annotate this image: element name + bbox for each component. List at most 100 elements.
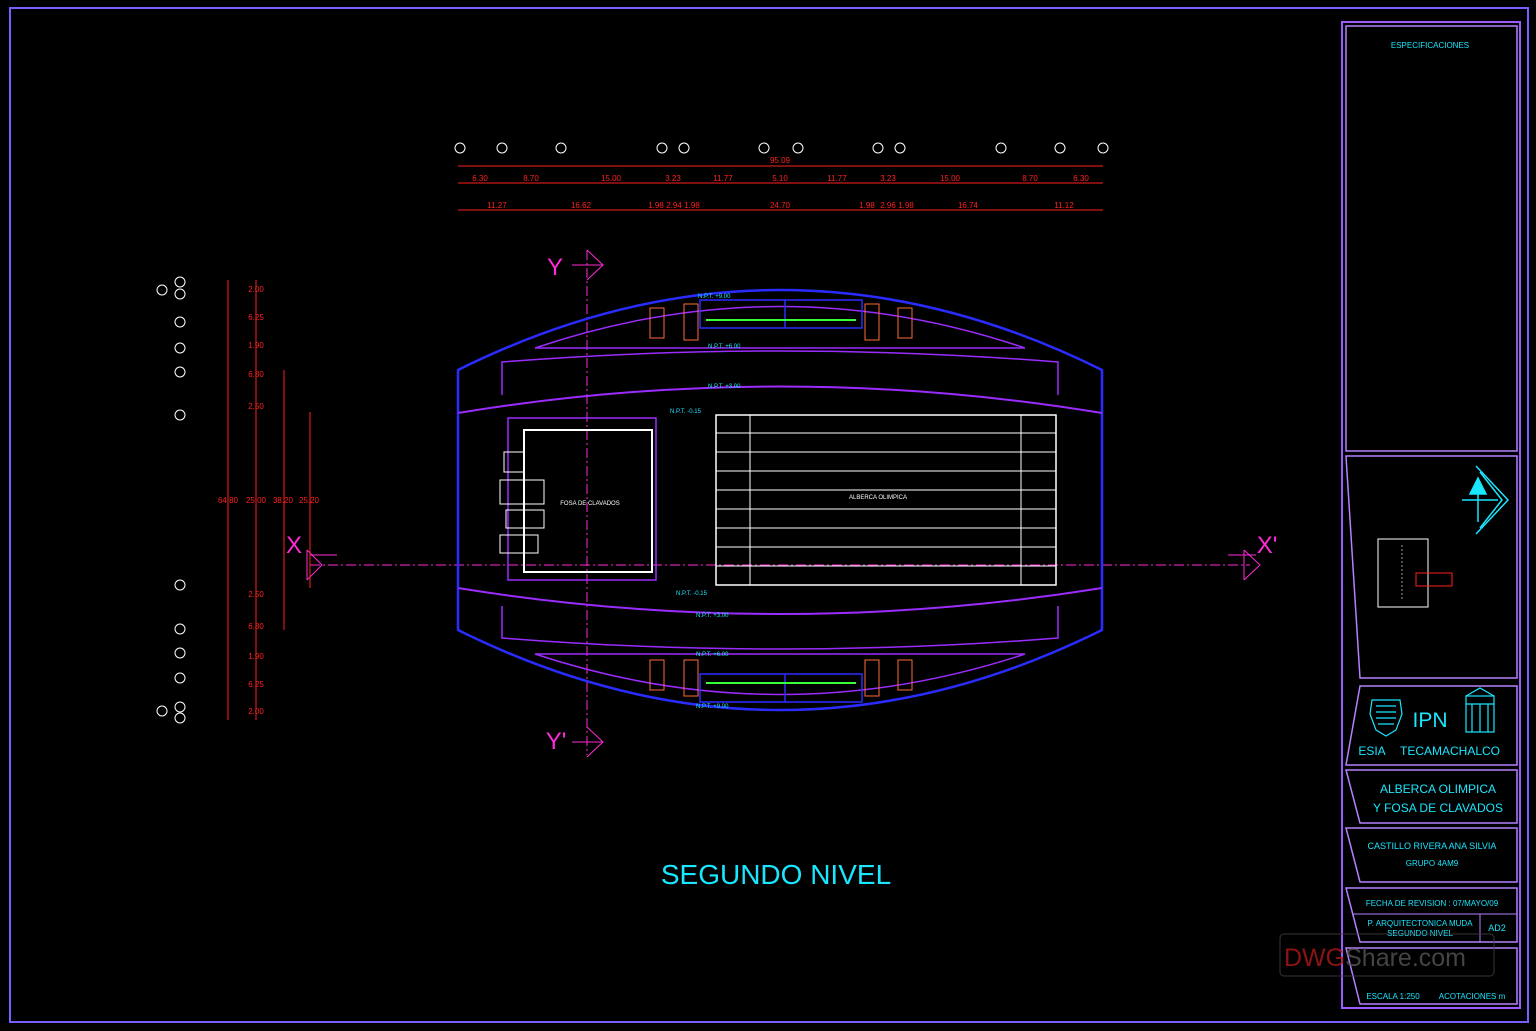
- diving-pit: [523, 429, 653, 573]
- dimension-label: 24.70: [770, 201, 791, 210]
- dimension-label: 3.23: [880, 174, 896, 183]
- dimension-label: 1.90: [248, 652, 264, 661]
- level-marker: N.P.T. +3.00: [708, 384, 741, 390]
- specs-panel: [1345, 25, 1518, 452]
- dimension-label: 2.96: [880, 201, 896, 210]
- ipn-logo-icon: [1369, 699, 1403, 737]
- dimension-label: 15.00: [601, 174, 622, 183]
- project-panel: [1345, 769, 1518, 824]
- group-name: GRUPO 4AM9: [1406, 859, 1459, 868]
- service-block-top: [699, 299, 863, 329]
- level-marker: N.P.T. +6.00: [708, 344, 741, 350]
- inner-ring-bottom: [457, 587, 1103, 615]
- key-plan-highlight: [1415, 572, 1453, 587]
- service-block-bottom: [699, 673, 863, 703]
- campus-name: TECAMACHALCO: [1400, 744, 1500, 758]
- dimension-label: 6.25: [248, 313, 264, 322]
- axis-label-x-right: X': [1257, 532, 1278, 559]
- dimension-label: 11.77: [827, 174, 847, 183]
- grid-bubbles-left: [156, 276, 186, 724]
- title-block-outer: [1341, 21, 1521, 1009]
- dimension-label: 6.80: [248, 370, 264, 379]
- dimension-total-top: 95.09: [770, 156, 791, 165]
- level-marker: N.P.T. -0.15: [676, 591, 708, 597]
- dimension-label: 2.50: [248, 402, 264, 411]
- dimension-label: 6.25: [248, 680, 264, 689]
- diving-platforms: [499, 451, 545, 554]
- dimension-label: 1.98: [648, 201, 664, 210]
- dimension-label: 8.70: [523, 174, 539, 183]
- dimension-label: 15.00: [940, 174, 961, 183]
- dimension-label: 2.94: [666, 201, 682, 210]
- watermark-part-2: Share.com: [1345, 944, 1466, 972]
- upper-tier-bottom: [534, 653, 1026, 696]
- level-marker: N.P.T. +3.00: [696, 613, 729, 619]
- watermark-text: DWGShare.com: [1284, 944, 1466, 972]
- dimension-label: 8.70: [1022, 174, 1038, 183]
- dimension-label: 2.00: [248, 707, 264, 716]
- inner-ring-top: [457, 385, 1103, 414]
- dimension-label: 1.98: [684, 201, 700, 210]
- level-marker: N.P.T. +9.00: [698, 294, 731, 300]
- north-arrow-icon: [1462, 465, 1510, 535]
- stand-top: [501, 350, 1059, 395]
- scale-panel: [1345, 947, 1518, 1005]
- dimension-label: 11.12: [1054, 201, 1074, 210]
- axis-label-y-top: Y: [547, 254, 563, 281]
- level-marker: N.P.T. +6.00: [696, 652, 729, 658]
- dimension-label: 25.00: [246, 496, 267, 505]
- dimension-label: 11.77: [713, 174, 733, 183]
- institution-panel: [1345, 685, 1518, 766]
- dimension-label: 3.23: [665, 174, 681, 183]
- dimension-label: 6.80: [248, 622, 264, 631]
- key-plan-panel: [1345, 455, 1518, 679]
- scale-text: ESCALA 1:250: [1366, 992, 1420, 1001]
- dimension-label: 11.27: [487, 201, 507, 210]
- sheet-code: AD2: [1488, 923, 1506, 933]
- sheet-panel: [1345, 887, 1518, 943]
- institution-name: IPN: [1412, 709, 1447, 732]
- dimension-total: 38.20: [273, 496, 294, 505]
- dimension-label: 1.98: [898, 201, 914, 210]
- esia-logo-icon: [1465, 687, 1495, 733]
- olympic-pool: [715, 414, 1057, 586]
- outer-shell: [456, 288, 1104, 712]
- dimension-label: 16.62: [571, 201, 592, 210]
- dimension-label: 16.74: [958, 201, 979, 210]
- dimension-label: 1.98: [859, 201, 875, 210]
- dimension-row-1: 6.30 8.70 15.00 3.23 11.77 5.10 11.77 3.…: [472, 174, 1089, 183]
- stand-bottom: [501, 606, 1059, 650]
- level-marker: N.P.T. -0.15: [670, 409, 702, 415]
- plan-title: SEGUNDO NIVEL: [661, 859, 891, 890]
- axis-label-x-left: X: [286, 532, 302, 559]
- dimension-row-left: 2.00 6.25 1.90 6.80 2.50 25.00 2.50 6.80…: [218, 285, 320, 716]
- dimension-label: 6.30: [472, 174, 488, 183]
- dimension-label: 5.10: [772, 174, 788, 183]
- diving-pit-label: FOSA DE CLAVADOS: [560, 501, 619, 507]
- author-name: CASTILLO RIVERA ANA SILVIA: [1368, 841, 1497, 851]
- school-name: ESIA: [1358, 744, 1385, 758]
- revision-date: FECHA DE REVISION : 07/MAYO/09: [1366, 899, 1499, 908]
- axis-markers: [306, 249, 1261, 758]
- sheet-frame: [9, 7, 1529, 1023]
- pool-lanes: [716, 415, 1056, 585]
- author-panel: [1345, 827, 1518, 883]
- title-block: ESPECIFICACIONES IPN ESIA TECAMACHALCO: [1341, 21, 1521, 1009]
- dimension-total: 64.80: [218, 496, 239, 505]
- grid-bubbles-top: [454, 142, 1109, 154]
- watermark-part-1: DWG: [1284, 944, 1345, 972]
- level-marker: N.P.T. +9.00: [696, 704, 729, 710]
- project-line-1: ALBERCA OLIMPICA: [1380, 782, 1496, 796]
- dimension-label: 6.30: [1073, 174, 1089, 183]
- dimension-lines-top: [458, 165, 1103, 211]
- dimension-lines-left: [227, 280, 311, 720]
- sheet-desc-1: P. ARQUITECTONICA MUDA: [1367, 919, 1473, 928]
- diving-area-outline: [507, 417, 657, 581]
- dimension-row-2: 11.27 16.62 1.98 2.94 1.98 24.70 1.98 2.…: [487, 201, 1074, 210]
- stairs: [649, 303, 913, 697]
- units-text: ACOTACIONES m: [1439, 992, 1506, 1001]
- dimension-label: 2.50: [248, 590, 264, 599]
- watermark-box: [1279, 933, 1495, 977]
- watermark: DWGShare.com: [1279, 933, 1495, 977]
